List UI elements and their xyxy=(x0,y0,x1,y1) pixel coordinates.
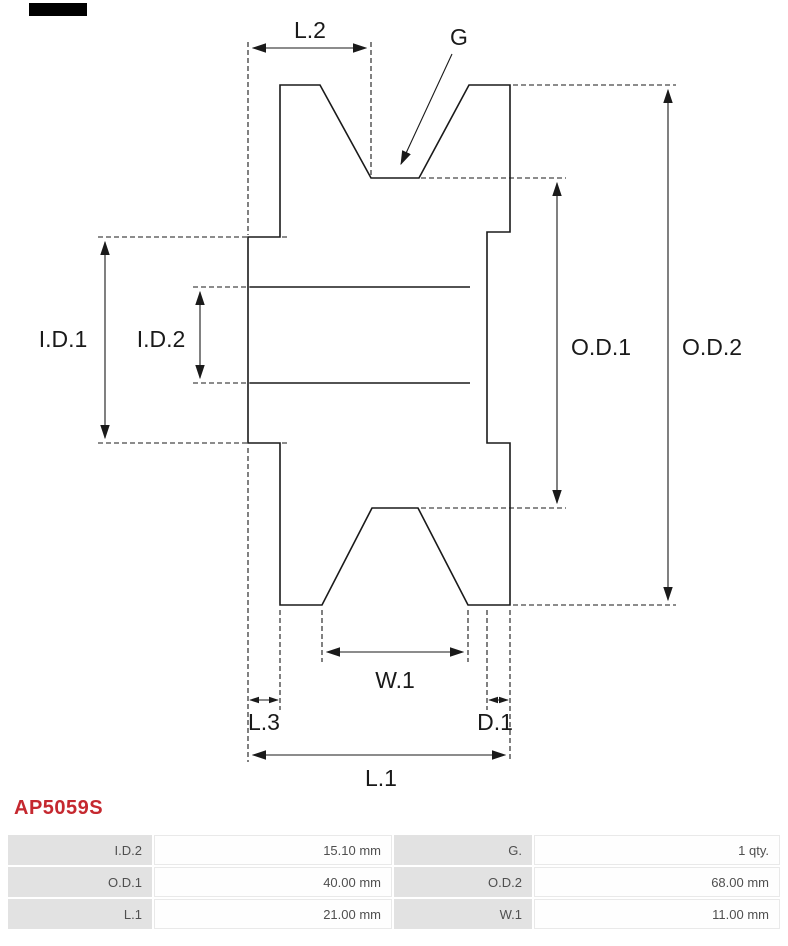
dim-label-l2: L.2 xyxy=(294,17,326,43)
dim-label-od1: O.D.1 xyxy=(571,334,631,360)
logo-mark xyxy=(29,3,87,16)
spec-value: 1 qty. xyxy=(534,835,780,865)
dim-label-l1: L.1 xyxy=(365,765,397,791)
dim-label-g: G xyxy=(450,24,468,50)
dim-label-w1: W.1 xyxy=(375,667,415,693)
spec-value: 21.00 mm xyxy=(154,899,392,929)
spec-label: L.1 xyxy=(8,899,152,929)
extension-lines xyxy=(98,42,676,762)
spec-value: 15.10 mm xyxy=(154,835,392,865)
spec-table: I.D.2 15.10 mm G. 1 qty. O.D.1 40.00 mm … xyxy=(8,835,780,929)
dimension-arrows xyxy=(100,43,673,760)
dimension-labels: L.2 G I.D.1 I.D.2 O.D.1 O.D.2 W.1 L.3 D.… xyxy=(39,17,742,791)
pulley-outline xyxy=(247,84,511,606)
spec-label: O.D.1 xyxy=(8,867,152,897)
product-code: AP5059S xyxy=(14,797,104,819)
dim-label-od2: O.D.2 xyxy=(682,334,742,360)
spec-label: G. xyxy=(394,835,532,865)
bore-lines xyxy=(250,286,470,384)
pulley-technical-drawing: L.2 G I.D.1 I.D.2 O.D.1 O.D.2 W.1 L.3 D.… xyxy=(39,17,742,791)
spec-value: 68.00 mm xyxy=(534,867,780,897)
spec-value: 11.00 mm xyxy=(534,899,780,929)
dim-label-d1: D.1 xyxy=(477,709,513,735)
spec-label: O.D.2 xyxy=(394,867,532,897)
dim-label-l3: L.3 xyxy=(248,709,280,735)
dim-label-id1: I.D.1 xyxy=(39,326,88,352)
dim-label-id2: I.D.2 xyxy=(137,326,186,352)
spec-label: W.1 xyxy=(394,899,532,929)
spec-value: 40.00 mm xyxy=(154,867,392,897)
spec-label: I.D.2 xyxy=(8,835,152,865)
